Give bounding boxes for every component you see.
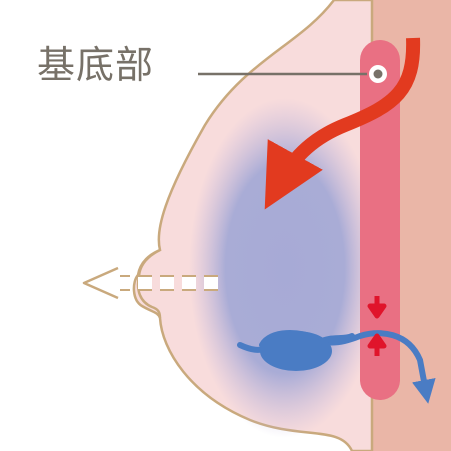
mammary-gland <box>189 98 381 438</box>
blue-vessel <box>237 330 436 404</box>
base-point-center <box>373 69 383 79</box>
nipple <box>136 248 162 319</box>
base-label: 基底部 <box>37 43 155 87</box>
pressure-arrows <box>367 296 387 356</box>
red-flow-arrow <box>264 37 421 210</box>
outward-dashed-arrow <box>82 266 218 300</box>
